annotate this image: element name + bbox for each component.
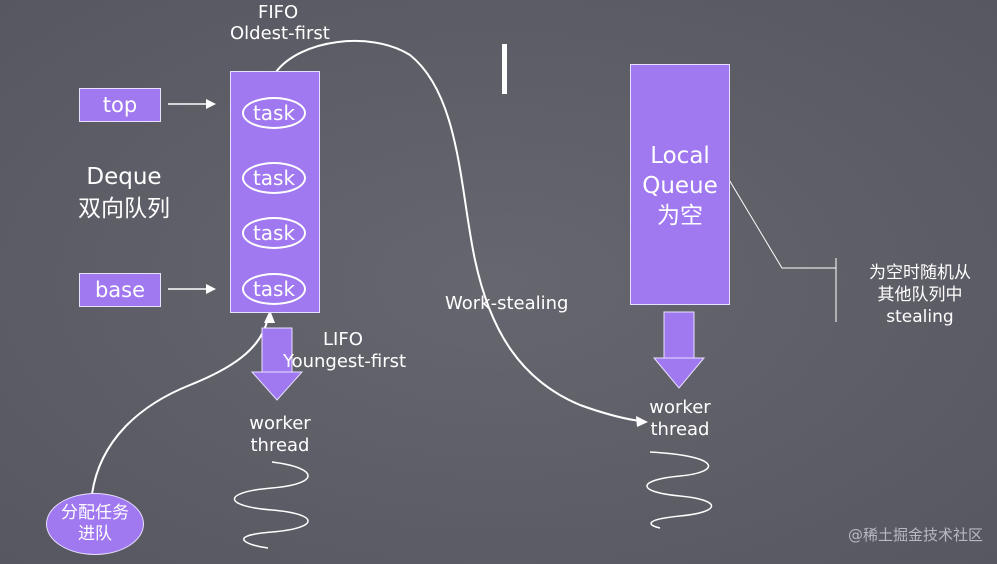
left-down-arrow bbox=[250, 327, 304, 401]
note-connector bbox=[727, 177, 837, 322]
cursor-bar bbox=[502, 44, 507, 94]
base-pointer-arrow bbox=[168, 284, 216, 294]
work-stealing-label: Work-stealing bbox=[445, 293, 569, 314]
steal-note: 为空时随机从 其他队列中 stealing bbox=[850, 262, 990, 328]
local-queue-box bbox=[630, 64, 730, 305]
task-label-4: task bbox=[252, 277, 296, 301]
right-worker-label-line2: thread bbox=[650, 419, 710, 440]
top-pointer-box: top bbox=[79, 88, 161, 122]
left-squiggle bbox=[234, 461, 309, 549]
right-worker-label-line1: worker bbox=[649, 397, 711, 418]
local-queue-text: Local Queue 为空 bbox=[631, 142, 729, 232]
assign-task-ellipse: 分配任务 进队 bbox=[46, 493, 144, 555]
local-queue-line3: 为空 bbox=[657, 202, 703, 229]
task-label-3: task bbox=[252, 221, 296, 245]
local-queue-line1: Local bbox=[650, 143, 710, 169]
steal-note-line2: 其他队列中 bbox=[877, 285, 963, 306]
right-down-arrow bbox=[652, 311, 706, 389]
assign-curve bbox=[91, 317, 269, 495]
steal-note-line3: stealing bbox=[886, 307, 954, 328]
task-oval-3: task bbox=[242, 217, 306, 249]
task-label-1: task bbox=[252, 101, 296, 125]
top-pointer-label: top bbox=[102, 93, 138, 117]
top-pointer-arrow bbox=[168, 99, 216, 109]
fifo-label: FIFO bbox=[258, 2, 299, 23]
left-worker-label-line1: worker bbox=[249, 413, 311, 434]
work-stealing-arrowhead bbox=[636, 416, 648, 427]
assign-arrowhead bbox=[264, 310, 275, 323]
task-oval-2: task bbox=[242, 162, 306, 194]
youngest-first-label: Youngest-first bbox=[283, 351, 407, 372]
deque-label: Deque bbox=[86, 164, 162, 190]
task-oval-4: task bbox=[242, 273, 306, 305]
work-stealing-curve bbox=[275, 39, 641, 422]
deque-cn-label: 双向队列 bbox=[78, 196, 170, 222]
lifo-label: LIFO bbox=[323, 329, 363, 350]
assign-line2: 进队 bbox=[78, 524, 112, 544]
oldest-first-label: Oldest-first bbox=[230, 23, 330, 44]
local-queue-line2: Queue bbox=[642, 172, 718, 199]
base-pointer-label: base bbox=[94, 278, 146, 302]
base-pointer-box: base bbox=[79, 273, 161, 307]
left-worker-label-line2: thread bbox=[250, 435, 310, 456]
steal-note-line1: 为空时随机从 bbox=[869, 263, 971, 283]
task-oval-1: task bbox=[242, 97, 306, 129]
task-label-2: task bbox=[252, 166, 296, 190]
assign-line1: 分配任务 bbox=[61, 502, 129, 523]
right-squiggle bbox=[646, 451, 713, 529]
watermark: @稀土掘金技术社区 bbox=[847, 526, 983, 544]
